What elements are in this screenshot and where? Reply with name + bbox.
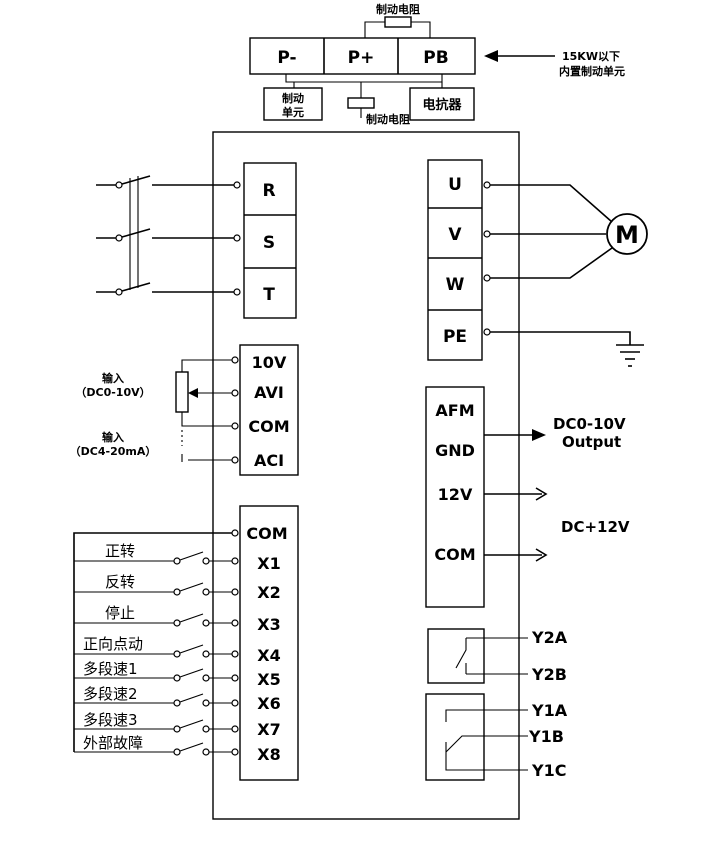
terminal-y1a: Y1A bbox=[531, 701, 568, 720]
note-line-2: 内置制动单元 bbox=[559, 64, 625, 78]
terminal-aci: ACI bbox=[254, 451, 284, 470]
terminal-x8: X8 bbox=[257, 745, 280, 764]
analog-input-labels: 输入 （DC0-10V） 输入 （DC4-20mA） bbox=[70, 371, 157, 458]
terminal-12v: 12V bbox=[438, 485, 473, 504]
terminal-com-out: COM bbox=[434, 545, 475, 564]
digital-input-functions: 正转 反转 停止 正向点动 多段速1 多段速2 多段速3 外部故障 bbox=[83, 542, 143, 752]
function-x4: 正向点动 bbox=[83, 635, 143, 653]
function-x3: 停止 bbox=[105, 604, 135, 622]
terminal-y2a: Y2A bbox=[531, 628, 568, 647]
digital-input-block: COM X1 X2 X3 X4 X5 X6 X7 X8 bbox=[231, 505, 299, 781]
relay-y2: Y2A Y2B bbox=[427, 628, 568, 684]
terminal-com-analog: COM bbox=[248, 417, 289, 436]
terminal-y1c: Y1C bbox=[531, 761, 566, 780]
brake-unit: 制动 单元 bbox=[263, 87, 323, 121]
terminal-v: V bbox=[448, 225, 462, 245]
function-x1: 正转 bbox=[105, 542, 135, 560]
terminal-avi: AVI bbox=[254, 383, 284, 402]
function-x8: 外部故障 bbox=[83, 734, 143, 752]
terminal-t: T bbox=[263, 285, 275, 305]
brake-resistor-mid-label: 制动电阻 bbox=[366, 112, 410, 126]
terminal-x1: X1 bbox=[257, 554, 280, 573]
function-x2: 反转 bbox=[105, 573, 135, 591]
terminal-x7: X7 bbox=[257, 720, 280, 739]
brake-resistor-mid: 制动电阻 bbox=[347, 97, 410, 126]
terminal-p-plus: P+ bbox=[348, 48, 375, 68]
terminal-10v: 10V bbox=[252, 353, 287, 372]
potentiometer bbox=[175, 359, 232, 462]
digital-input-switches bbox=[73, 532, 239, 756]
input2-line2: （DC4-20mA） bbox=[70, 445, 157, 458]
terminal-afm: AFM bbox=[435, 401, 474, 420]
terminal-s: S bbox=[263, 233, 275, 253]
dc-bus-terminals: P- P+ PB bbox=[249, 37, 476, 75]
motor-label: M bbox=[615, 221, 639, 249]
analog-input-block: 10V AVI COM ACI bbox=[231, 344, 299, 476]
terminal-u: U bbox=[448, 175, 462, 195]
function-x6: 多段速2 bbox=[83, 685, 138, 703]
terminal-x3: X3 bbox=[257, 615, 280, 634]
terminal-r: R bbox=[262, 181, 275, 201]
function-x5: 多段速1 bbox=[83, 660, 138, 678]
input1-line2: （DC0-10V） bbox=[75, 386, 150, 399]
terminal-com-digital: COM bbox=[246, 524, 287, 543]
motor-output-block: U V W PE bbox=[427, 159, 491, 361]
reactor-label: 电抗器 bbox=[422, 97, 462, 113]
terminal-p-minus: P- bbox=[277, 48, 296, 68]
note-line-1: 15KW以下 bbox=[562, 50, 620, 63]
brake-unit-label-2: 单元 bbox=[282, 105, 304, 119]
relay-y1: Y1A Y1B Y1C bbox=[425, 693, 568, 781]
motor-icon bbox=[606, 213, 648, 255]
ground bbox=[490, 331, 644, 367]
reactor: 电抗器 bbox=[409, 87, 475, 121]
analog-output-block: AFM GND 12V COM bbox=[425, 386, 485, 608]
function-x7: 多段速3 bbox=[83, 711, 138, 729]
input1-line1: 输入 bbox=[102, 371, 124, 385]
terminal-x6: X6 bbox=[257, 694, 280, 713]
brake-unit-label-1: 制动 bbox=[282, 91, 304, 105]
output-label: Output bbox=[562, 433, 621, 451]
brake-resistor-top-label: 制动电阻 bbox=[376, 2, 420, 16]
terminal-y2b: Y2B bbox=[531, 665, 567, 684]
power-input-breaker bbox=[96, 175, 241, 296]
terminal-gnd: GND bbox=[435, 441, 475, 460]
terminal-x5: X5 bbox=[257, 670, 280, 689]
analog-output-arrows: DC0-10V Output DC+12V bbox=[484, 415, 630, 562]
terminal-y1b: Y1B bbox=[528, 727, 564, 746]
builtin-brake-note: 15KW以下 内置制动单元 bbox=[484, 50, 625, 78]
dc0-10v-label: DC0-10V bbox=[553, 415, 626, 433]
terminal-x2: X2 bbox=[257, 583, 280, 602]
input2-line1: 输入 bbox=[102, 430, 124, 444]
terminal-w: W bbox=[446, 275, 465, 295]
terminal-x4: X4 bbox=[257, 646, 280, 665]
power-input-block: R S T bbox=[243, 162, 297, 319]
motor-wiring: M bbox=[490, 184, 648, 279]
terminal-pb: PB bbox=[423, 48, 448, 68]
dc12v-label: DC+12V bbox=[561, 518, 630, 536]
terminal-pe: PE bbox=[443, 327, 467, 347]
brake-resistor-top: 制动电阻 bbox=[364, 2, 431, 38]
